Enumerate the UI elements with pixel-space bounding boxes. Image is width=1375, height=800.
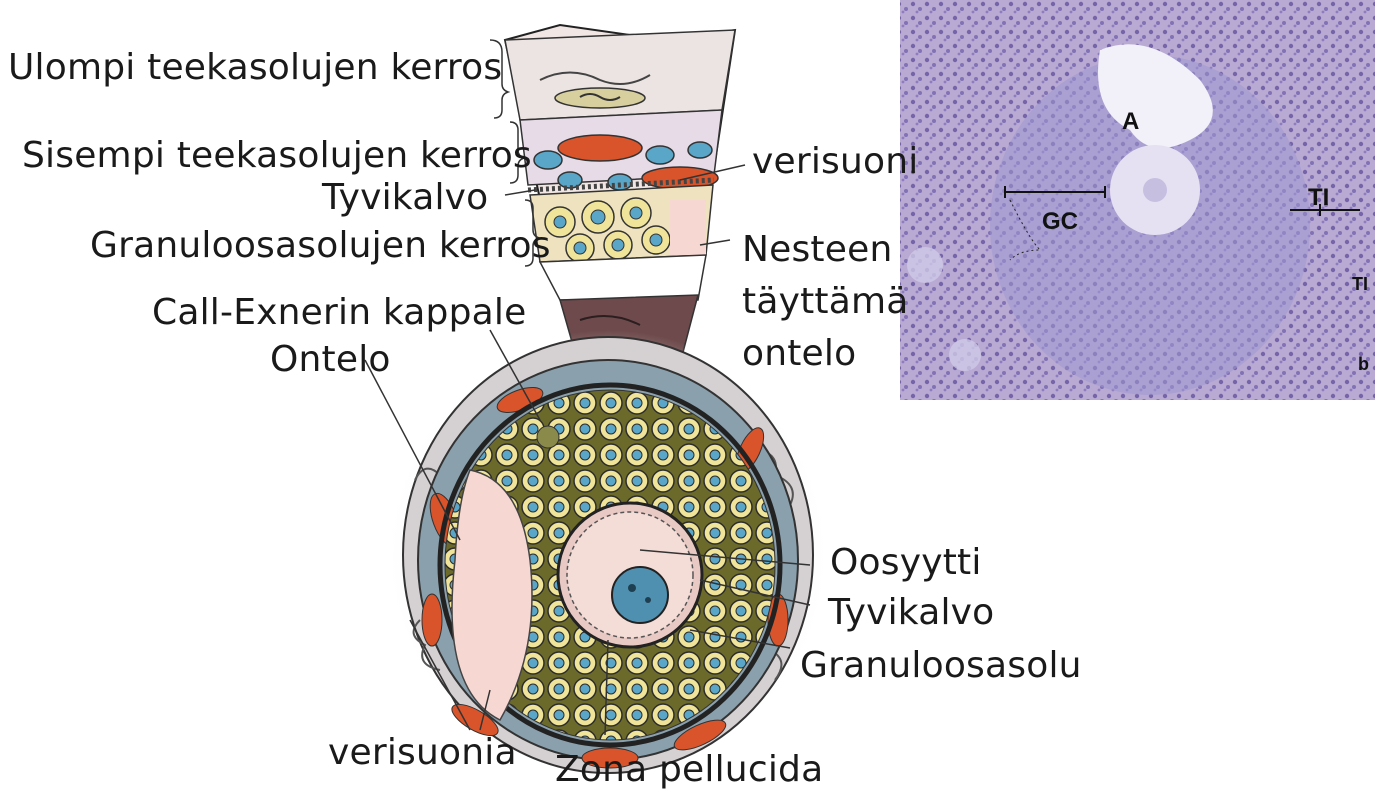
fluid-filled-label-line3: ontelo (742, 336, 856, 372)
theca-cut-micro-label: TI (1352, 275, 1368, 293)
cavity-label: Ontelo (270, 342, 391, 378)
granulosa-cell-label: Granuloosasolu (800, 648, 1082, 684)
oocyte-label: Oosyytti (830, 545, 982, 581)
follicle-cross-section (383, 330, 833, 780)
fluid-filled-label-line1: Nesteen (742, 232, 892, 268)
basement-membrane-right-label: Tyvikalvo (828, 595, 994, 631)
zona-pellucida-label: Zona pellucida (555, 752, 823, 788)
inner-theca-label: Sisempi teekasolujen kerros (22, 138, 532, 174)
granulosa-layer-label: Granuloosasolujen kerros (90, 228, 551, 264)
antrum-label: A (1122, 110, 1139, 134)
granulosa-micro-label: GC (1042, 210, 1078, 234)
micrograph-labels: A GC TI TI b (900, 0, 1375, 400)
blood-vessels-label: verisuonia (328, 735, 517, 771)
call-exner-label: Call-Exnerin kappale (152, 295, 526, 331)
basement-membrane-top-label: Tyvikalvo (322, 180, 488, 216)
theca-interna-micro-label: TI (1308, 186, 1329, 210)
panel-letter-label: b (1358, 355, 1369, 373)
fluid-filled-label-line2: täyttämä (742, 284, 909, 320)
blood-vessel-label: verisuoni (752, 144, 918, 180)
outer-theca-label: Ulompi teekasolujen kerros (8, 50, 502, 86)
